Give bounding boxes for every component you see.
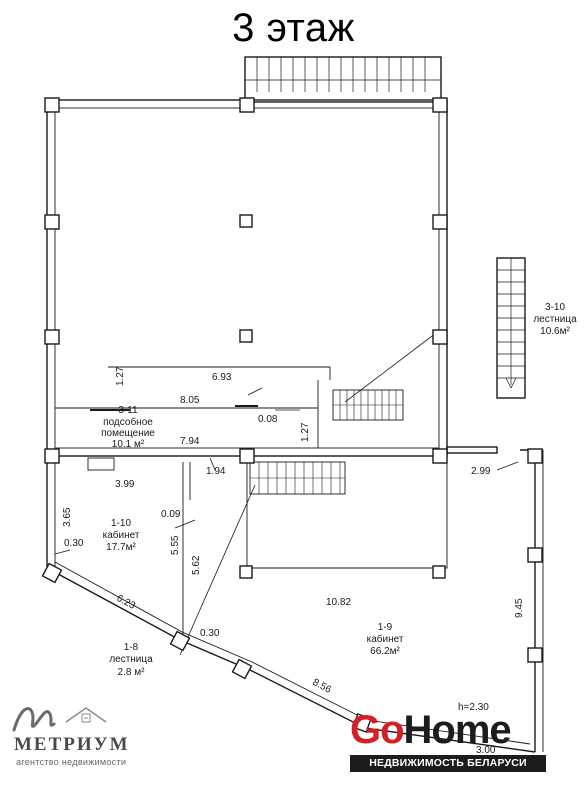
dim-6-23: 6.23 xyxy=(115,593,138,612)
dim-1-27-b: 1.27 xyxy=(300,422,311,442)
upper-outer-wall xyxy=(46,99,448,457)
metrium-logo: МЕТРИУМ агентство недвижимости xyxy=(10,700,185,767)
dim-1-94: 1.94 xyxy=(206,466,226,477)
room-3-10-id: 3-10 xyxy=(545,302,565,313)
leader-1-8 xyxy=(179,484,256,656)
ceiling-height: h=2.30 xyxy=(458,702,489,713)
room-1-8-name: лестница xyxy=(109,654,153,665)
room-1-10-id: 1-10 xyxy=(111,518,131,529)
metrium-mark-icon xyxy=(12,707,107,732)
room-1-8-id: 1-8 xyxy=(124,642,139,653)
dim-3-00: 3.00 xyxy=(476,745,496,756)
room-3-10-area: 10.6м² xyxy=(540,326,570,337)
dim-0-08: 0.08 xyxy=(258,414,278,425)
room-1-10-area: 17.7м² xyxy=(106,542,136,553)
dim-3-65: 3.65 xyxy=(62,507,73,527)
dim-1-27-a: 1.27 xyxy=(115,366,126,386)
atrium-outline xyxy=(246,462,448,569)
room-3-11-name-1: подсобное xyxy=(103,416,153,428)
room-1-8-area: 2.8 м² xyxy=(118,667,146,678)
room-3-11-name-2: помещение xyxy=(101,428,155,439)
dim-6-93: 6.93 xyxy=(212,372,232,383)
leader-3-10 xyxy=(344,329,441,403)
room-3-11-area: 10.1 м² xyxy=(112,439,145,450)
columns xyxy=(41,97,543,733)
metrium-subtitle: агентство недвижимости xyxy=(16,757,127,767)
gohome-home: Home xyxy=(403,708,512,752)
dim-2-99: 2.99 xyxy=(471,466,491,477)
staircase-3-10-steps xyxy=(497,258,525,389)
partition-6-93 xyxy=(108,366,331,380)
top-staircase-steps xyxy=(245,57,441,92)
room-3-10-name: лестница xyxy=(533,314,577,325)
dim-0-30-a: 0.30 xyxy=(64,538,84,549)
gohome-go: Go xyxy=(350,708,405,752)
room-1-9-id: 1-9 xyxy=(378,622,393,633)
dim-5-55: 5.55 xyxy=(170,535,181,555)
gohome-wordmark: GoHome xyxy=(350,708,512,752)
room-1-9-name: кабинет xyxy=(367,633,404,645)
dim-0-30-b: 0.30 xyxy=(200,628,220,639)
metrium-name: МЕТРИУМ xyxy=(14,734,130,755)
room-1-10-name: кабинет xyxy=(103,529,140,541)
dim-8-05: 8.05 xyxy=(180,395,200,406)
dim-5-62: 5.62 xyxy=(191,555,202,575)
room-3-11-id: 3-11 xyxy=(118,405,138,416)
right-beam xyxy=(446,446,498,454)
upper-inner-wall xyxy=(54,107,440,449)
floor-title: 3 этаж xyxy=(232,6,355,50)
dim-9-45: 9.45 xyxy=(514,598,525,618)
dim-10-82: 10.82 xyxy=(326,597,351,608)
dim-3-99: 3.99 xyxy=(115,479,135,490)
gohome-strip: НЕДВИЖИМОСТЬ БЕЛАРУСИ xyxy=(350,755,546,772)
room-1-9-area: 66.2м² xyxy=(370,646,400,657)
gohome-logo: GoHome НЕДВИЖИМОСТЬ БЕЛАРУСИ xyxy=(350,708,550,776)
dim-0-09: 0.09 xyxy=(161,509,181,520)
top-staircase xyxy=(244,56,442,103)
niche xyxy=(87,457,115,471)
dim-7-94: 7.94 xyxy=(180,436,200,447)
